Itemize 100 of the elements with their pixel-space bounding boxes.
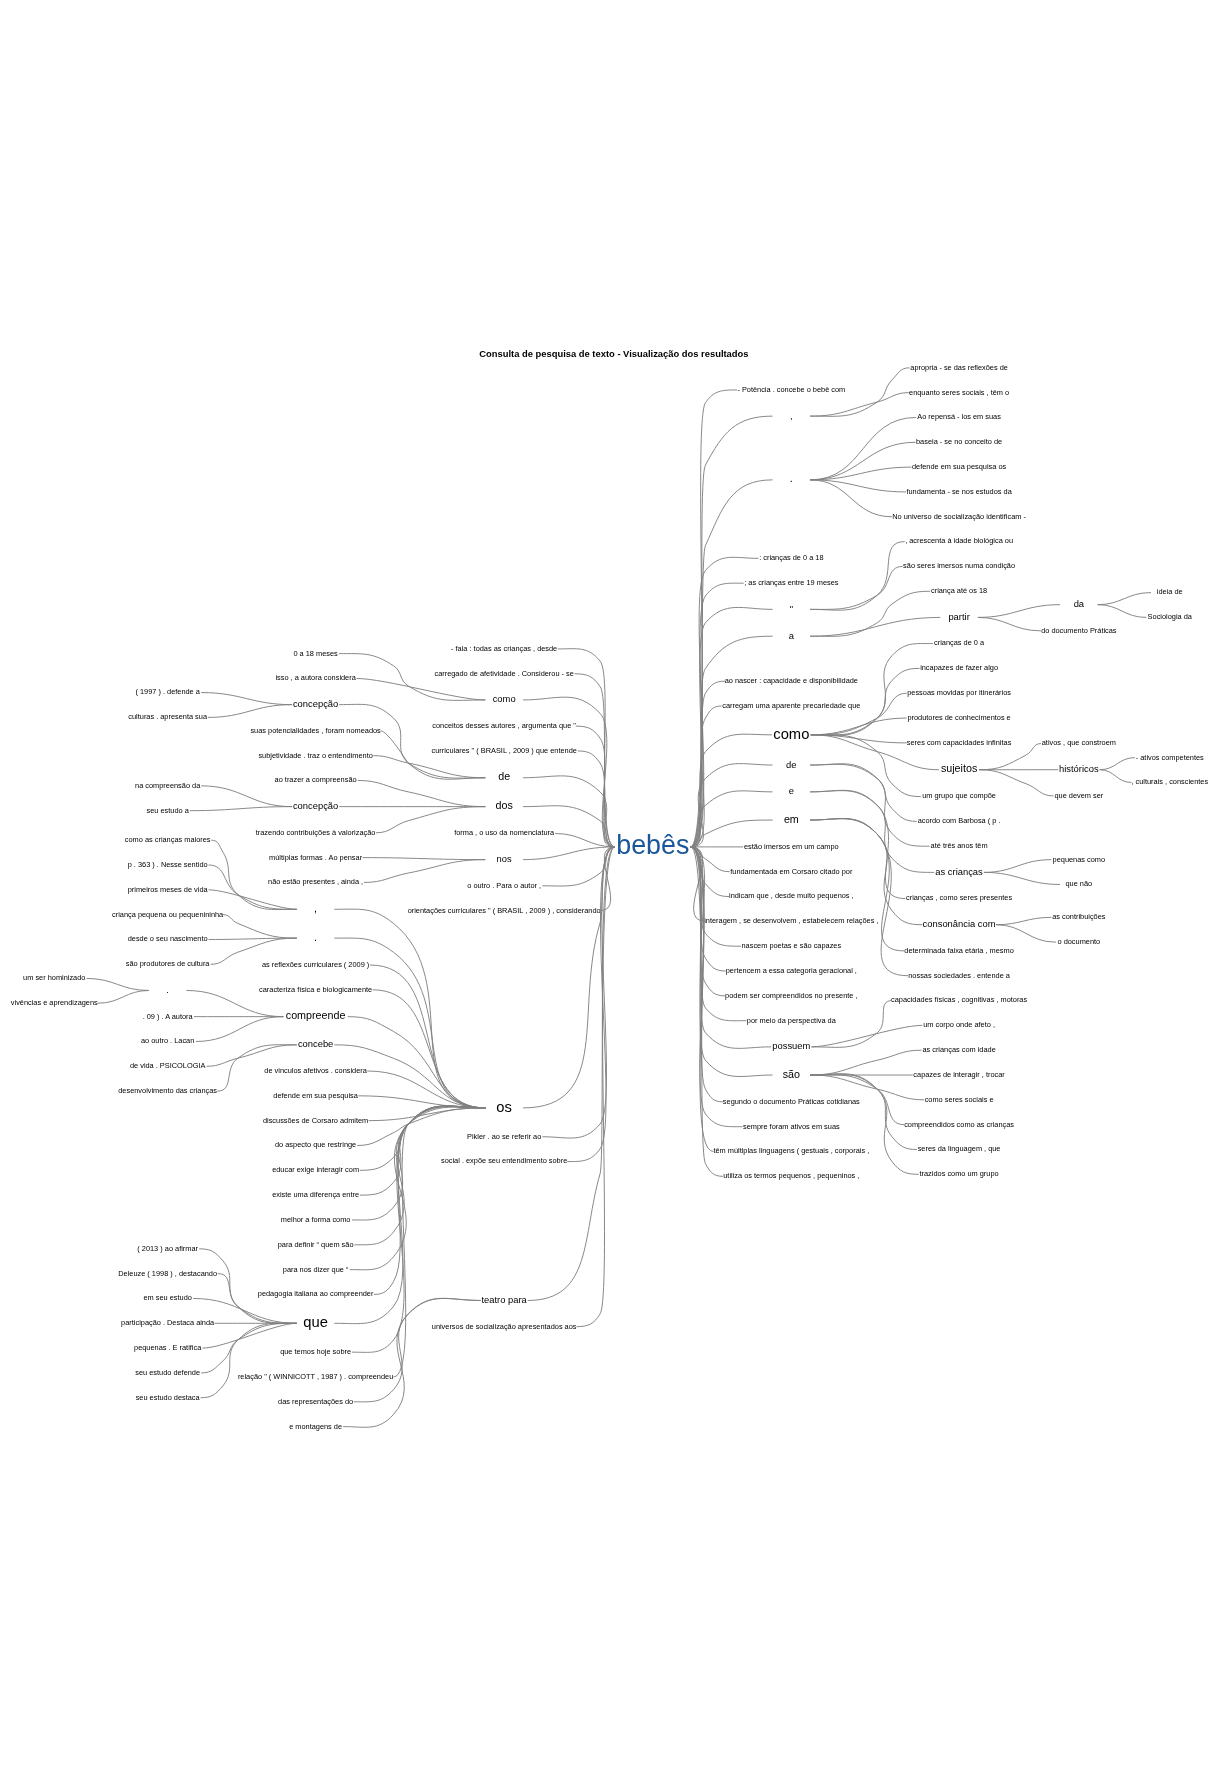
- node-text: do aspecto que restringe: [275, 1139, 357, 1149]
- connector: [690, 845, 714, 1152]
- node-text: sempre foram ativos em suas: [742, 1121, 840, 1131]
- connector: [372, 754, 486, 778]
- node-text: .: [166, 983, 169, 995]
- node-text: . 09 ) . A autora: [142, 1011, 193, 1021]
- node-text: .: [789, 471, 793, 484]
- node-text: por meio da perspectiva da: [746, 1015, 836, 1025]
- node-text: de vinculos afetivos . considera: [264, 1065, 367, 1075]
- node-text: pessoas movidas por itinerários: [907, 687, 1011, 697]
- node-text: caracteriza física e biologicamente: [259, 984, 373, 994]
- connector: [354, 1105, 486, 1245]
- node-text: seu estudo destaca: [135, 1392, 200, 1402]
- node-text: do documento Práticas: [1041, 625, 1117, 635]
- node-text: pequenas como: [1052, 854, 1106, 864]
- connector: [210, 937, 298, 965]
- connector: [210, 839, 298, 910]
- node-text: , acrescenta à idade biológica ou: [905, 535, 1013, 545]
- node-text: pertencem a essa categoria geracional ,: [725, 965, 857, 975]
- node-text: para nos dizer que “: [282, 1263, 349, 1273]
- node-text: concepção: [292, 799, 339, 811]
- node-text: bebês: [616, 829, 690, 860]
- node-text: capacidades físicas , cognitivas , motoras: [891, 994, 1028, 1004]
- node-text: enquanto seres sociais , têm o: [909, 387, 1010, 397]
- connector: [216, 1043, 298, 1092]
- node-text: têm múltiplas linguagens ( gestuais , corporais ,: [713, 1145, 870, 1155]
- connector: [333, 1105, 486, 1324]
- node-text: trazendo contribuições à valorização: [255, 827, 376, 837]
- connector: [208, 888, 298, 910]
- node-text: partir: [948, 610, 970, 622]
- node-text: como: [773, 725, 810, 742]
- node-text: que não: [1065, 878, 1093, 888]
- node-text: curriculares " ( BRASIL , 2009 ) que entende: [431, 745, 577, 755]
- node-text: que: [303, 1313, 328, 1330]
- node-text: orientações curriculares " ( BRASIL , 2009 ) , considerando: [407, 905, 601, 915]
- connector: [338, 652, 486, 701]
- node-text: como as crianças maiores: [124, 834, 211, 844]
- node-text: utiliza os termos pequenos , pequeninos ,: [723, 1170, 860, 1180]
- connector: [690, 845, 726, 996]
- node-text: - fala : todas as crianças , desde: [451, 643, 558, 653]
- connector: [363, 858, 486, 883]
- node-text: ; as crianças entre 19 meses: [744, 577, 839, 587]
- connector: [811, 1024, 923, 1047]
- connector: [811, 999, 893, 1048]
- node-text: o outro . Para o autor ,: [467, 880, 542, 890]
- connector: [690, 845, 742, 947]
- node-text: crianças de 0 a: [934, 637, 985, 647]
- node-text: defende em sua pesquisa: [273, 1090, 358, 1100]
- node-text: sujeitos: [940, 761, 978, 774]
- node-text: forma , o uso da nomenclatura: [454, 827, 555, 837]
- node-text: Ao repensá - los em suas: [917, 411, 1001, 421]
- node-text: a: [788, 629, 794, 641]
- node-text: suas potencialidades , foram nomeados: [250, 725, 381, 735]
- connector: [195, 1015, 284, 1042]
- node-text: possuem: [772, 1039, 811, 1051]
- node-text: vivências e aprendizagens: [10, 997, 98, 1007]
- node-text: nossas sociedades . entende a: [908, 970, 1010, 980]
- node-text: desde o seu nascimento: [127, 933, 208, 943]
- node-text: ( 1997 ) . defende a: [135, 686, 200, 696]
- node-text: seres com capacidades infinitas: [906, 737, 1012, 747]
- node-text: de vida . PSICOLOGIA: [129, 1060, 206, 1070]
- node-text: fundamenta - se nos estudos da: [906, 486, 1012, 496]
- node-text: ao trazer a compreensão: [274, 774, 357, 784]
- connector: [189, 805, 293, 811]
- node-text: e: [788, 784, 794, 796]
- node-text: concepção: [292, 697, 339, 709]
- node-text: que temos hoje sobre: [280, 1346, 352, 1356]
- node-text: seu estudo a: [146, 805, 189, 815]
- connector: [208, 864, 298, 910]
- node-text: seres da linguagem , que: [917, 1143, 1001, 1153]
- node-text: isso , a autora considera: [275, 672, 356, 682]
- node-text: apropria - se das reflexões de: [910, 362, 1008, 372]
- node-text: ( 2013 ) ao afirmar: [137, 1243, 198, 1253]
- node-text: ao outro . Lacan: [141, 1035, 195, 1045]
- connector: [809, 391, 910, 417]
- node-text: criança até os 18: [930, 585, 988, 595]
- node-text: conceitos desses autores , argumenta que ": [432, 720, 576, 730]
- node-text: primeiros meses de vida: [127, 884, 208, 894]
- node-text: segundo o documento Práticas cotidianas: [722, 1096, 860, 1106]
- connector: [809, 762, 931, 847]
- connector: [1099, 768, 1132, 783]
- connector: [809, 478, 893, 517]
- node-text: ideia de: [1156, 586, 1183, 596]
- node-text: baseia - se no conceito de: [916, 436, 1003, 446]
- connector: [995, 923, 1057, 943]
- connector: [375, 805, 486, 833]
- diagram-title: Consulta de pesquisa de texto - Visualização dos resultados: [479, 347, 749, 359]
- connector: [338, 703, 486, 780]
- connector: [574, 672, 616, 847]
- node-text: as reflexões curriculares ( 2009 ): [261, 959, 370, 969]
- connector: [983, 871, 1061, 885]
- node-text: : crianças de 0 a 18: [759, 552, 824, 562]
- node-text: ativos , que constroem: [1041, 737, 1116, 747]
- node-text: carregam uma aparente precariedade que: [722, 700, 861, 710]
- node-text: as crianças: [935, 865, 983, 877]
- node-text: .: [314, 930, 318, 943]
- node-text: de: [786, 758, 797, 770]
- connector: [207, 703, 293, 718]
- node-text: os: [496, 1098, 512, 1115]
- node-text: dos: [495, 798, 513, 811]
